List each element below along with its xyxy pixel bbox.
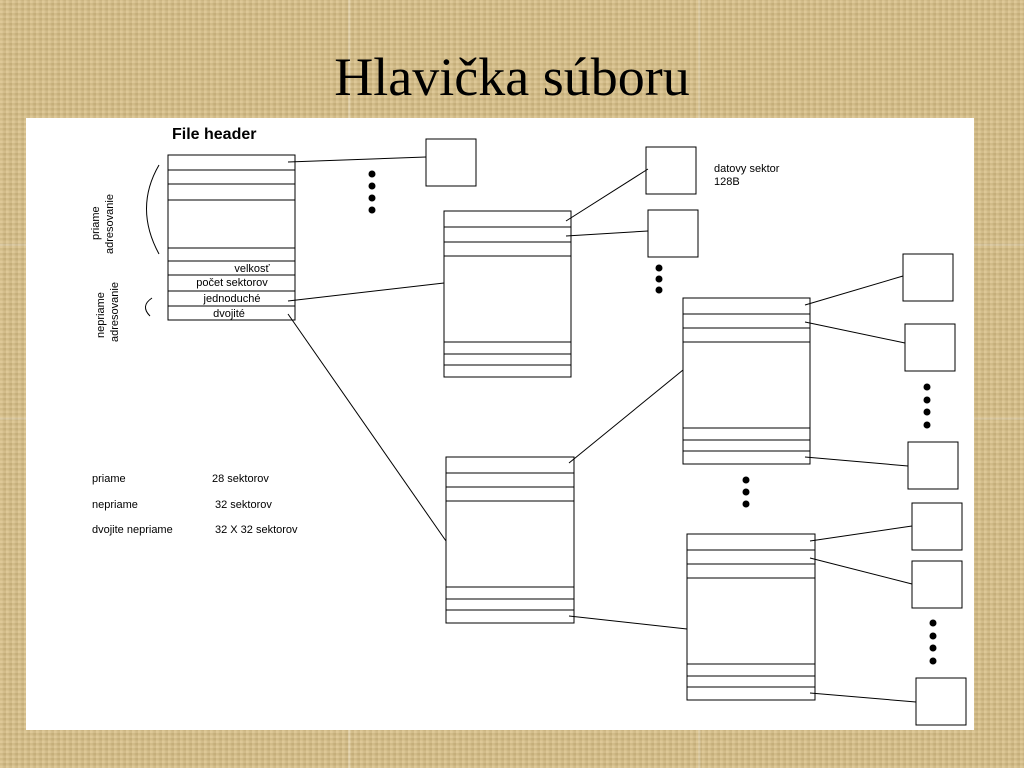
file-header-block [167, 154, 296, 321]
indirect-addressing-label-1: nepriame [95, 292, 107, 338]
data-sector-box [911, 560, 963, 609]
slide-title: Hlavička súboru [334, 47, 690, 107]
file-header-title: File header [172, 126, 256, 143]
header-field-size: velkosť [234, 263, 270, 275]
diagram-panel: File header velkosť počet sektorov jedno… [26, 118, 974, 730]
indirect-block-3 [686, 533, 816, 701]
data-sector-box [647, 209, 699, 258]
indirect-addressing-label-2: adresovanie [109, 282, 121, 342]
double-indirect-block [445, 456, 575, 624]
direct-brace [146, 164, 160, 255]
indirect-block-1 [443, 210, 572, 378]
data-sector-box [645, 146, 697, 195]
indirect-block-2 [682, 297, 811, 465]
header-field-sector-count: počet sektorov [196, 277, 268, 289]
data-sector-box [915, 677, 967, 726]
data-sector-label-2: 128B [714, 176, 740, 188]
direct-addressing-label-1: priame [90, 206, 102, 240]
legend-double-indirect-value: 32 X 32 sektorov [215, 524, 298, 536]
legend-direct-name: priame [92, 473, 126, 485]
data-sector-box [907, 441, 959, 490]
indirect-brace [145, 297, 153, 317]
ellipsis-dots [368, 170, 937, 665]
file-header-diagram: File header velkosť počet sektorov jedno… [90, 126, 967, 726]
legend-indirect-value: 32 sektorov [215, 499, 272, 511]
data-sector-box [911, 502, 963, 551]
direct-addressing-label-2: adresovanie [104, 194, 116, 254]
data-sector-label-1: datovy sektor [714, 163, 780, 175]
legend-double-indirect-name: dvojite nepriame [92, 524, 173, 536]
header-field-double-indirect: dvojité [213, 308, 245, 320]
header-field-single-indirect: jednoduché [203, 293, 261, 305]
legend-indirect-name: nepriame [92, 499, 138, 511]
data-sector-box [425, 138, 477, 187]
data-sector-box [904, 323, 956, 372]
data-sector-box [902, 253, 954, 302]
legend-direct-value: 28 sektorov [212, 473, 269, 485]
